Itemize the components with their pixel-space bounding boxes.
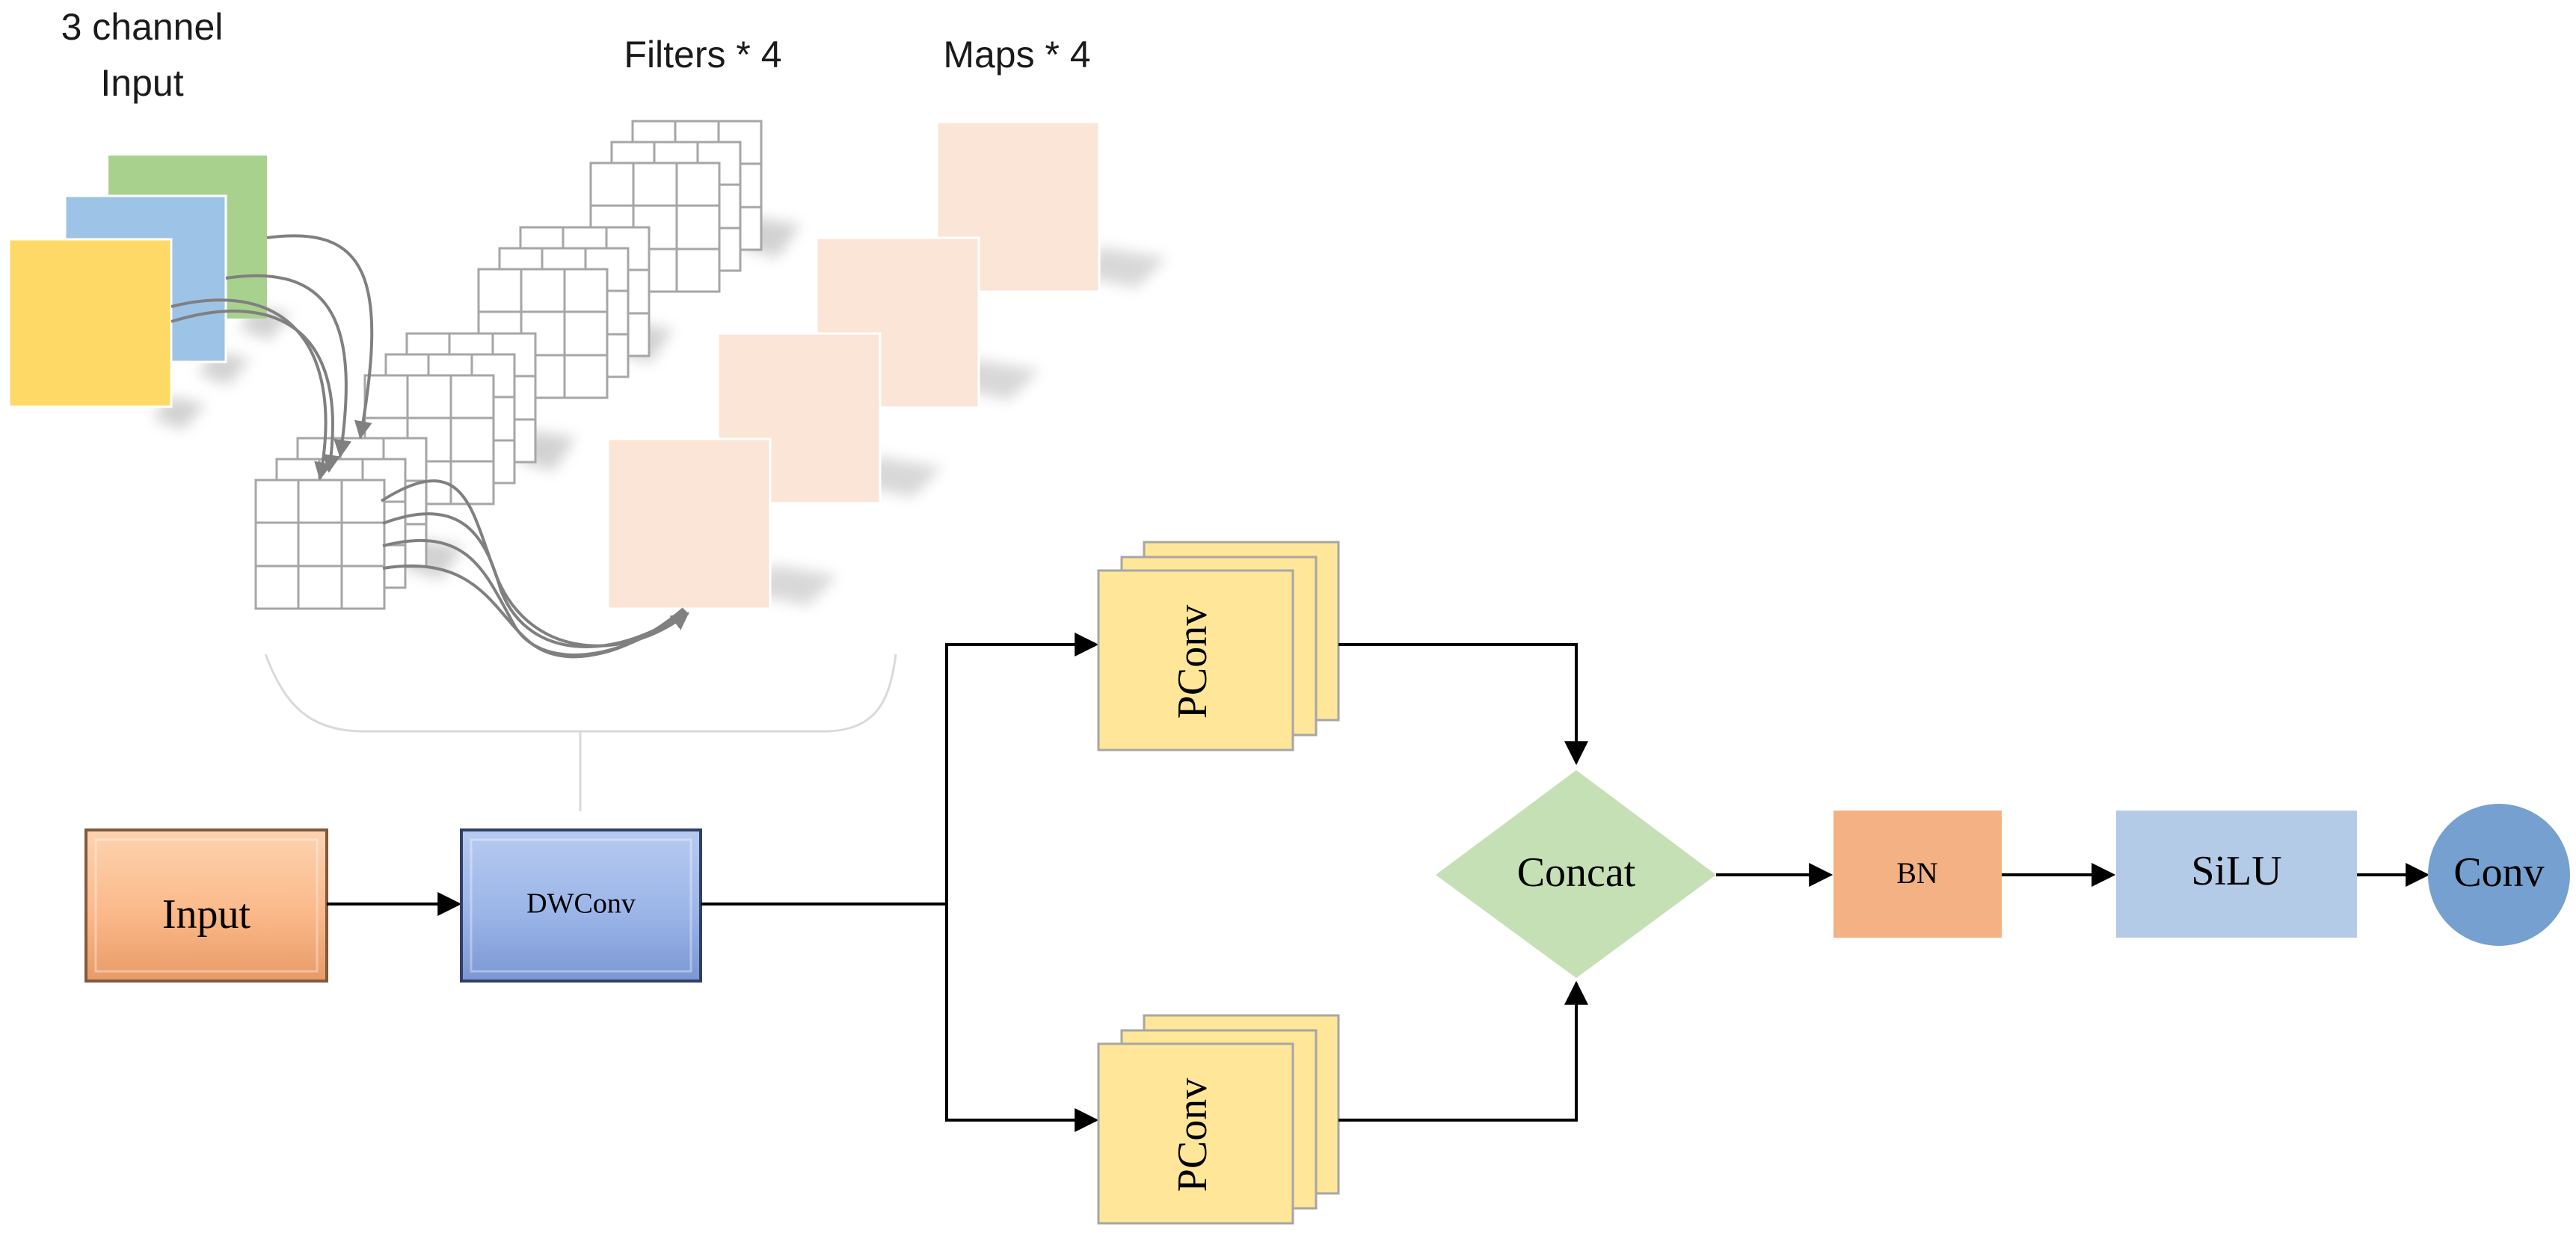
channel-input-stack bbox=[7, 156, 292, 430]
input-title-line2: Input bbox=[100, 62, 183, 104]
bn-node: BN bbox=[1833, 811, 2002, 938]
feature-map-1 bbox=[606, 437, 772, 610]
silu-node: SiLU bbox=[2116, 811, 2357, 938]
silu-node-label: SiLU bbox=[2191, 848, 2281, 894]
split-connector bbox=[701, 645, 948, 1120]
maps-title: Maps * 4 bbox=[943, 34, 1090, 76]
bn-node-label: BN bbox=[1896, 856, 1938, 890]
dwconv-node-label: DWConv bbox=[526, 888, 636, 920]
conv-node: Conv bbox=[2428, 804, 2570, 946]
pconv-top-label: PConv bbox=[1169, 605, 1216, 719]
concat-node-label: Concat bbox=[1517, 849, 1636, 896]
concat-node: Concat bbox=[1436, 770, 1716, 978]
channel-yellow bbox=[7, 238, 173, 408]
detail-bracket bbox=[264, 654, 897, 733]
input-title-line1: 3 channel bbox=[61, 6, 224, 48]
filters-title: Filters * 4 bbox=[624, 34, 781, 76]
filter-to-map-arrows bbox=[380, 479, 689, 659]
filter-stacks bbox=[256, 121, 800, 609]
channel-to-filter-arrows bbox=[170, 234, 374, 481]
filter-stack-1 bbox=[256, 438, 426, 609]
pconv-to-concat-connectors bbox=[1338, 643, 1588, 1122]
conv-node-label: Conv bbox=[2453, 849, 2544, 896]
input-node: Input bbox=[84, 828, 328, 983]
dwconv-node: DWConv bbox=[460, 828, 702, 983]
pconv-bottom-label: PConv bbox=[1169, 1078, 1216, 1193]
input-node-label: Input bbox=[162, 891, 251, 938]
feature-maps bbox=[606, 120, 1166, 610]
pconv-top-node: PConv bbox=[1097, 541, 1340, 751]
pconv-bottom-node: PConv bbox=[1097, 1014, 1340, 1225]
